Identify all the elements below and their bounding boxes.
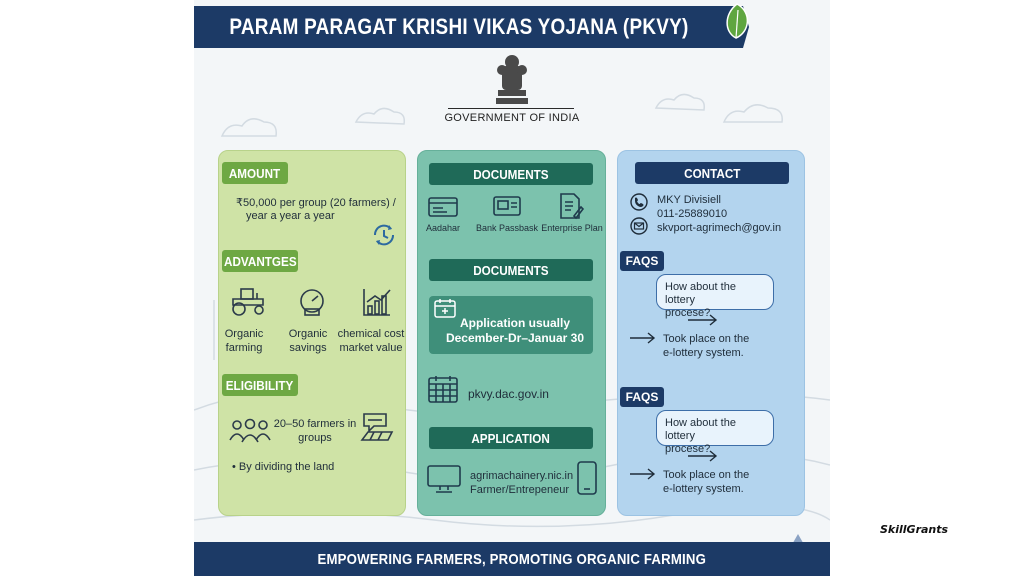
passbook-icon [493,196,521,216]
application-heading: APPLICATION [429,427,593,449]
calendar-icon [434,299,456,318]
application-window-text: Application usually December-Dr–Januar 3… [440,316,590,346]
application-window-line1: Application usually [459,316,570,330]
eligibility-group-line2: groups [298,432,332,444]
advantage-3-line2: market value [339,342,403,354]
monitor-icon [427,465,461,493]
application-window-box [429,296,593,354]
amount-heading: AMOUNT [222,162,288,184]
contact-phone[interactable]: 011-25889010 [657,208,728,220]
growth-chart-icon [363,289,391,316]
mobile-phone-icon [577,461,597,495]
land-chat-icon [360,413,394,441]
document-1-label: Aadahar [425,223,461,233]
faq-2-question[interactable]: How about the lottery procese? [656,410,774,455]
faq-2-tag: FAQS [620,387,664,407]
people-group-icon [229,418,271,443]
eligibility-bullet: • By dividing the land [232,461,335,473]
advantages-heading: ADVANTGES [222,250,298,272]
amount-text-line1: ₹50,000 per group (20 farmers) / [236,197,396,209]
faq-1-answer-line1: Took place on the [663,333,750,345]
advantage-2-line2: savings [289,342,327,354]
application-window-line2: December-Dr–Januar 30 [445,331,585,345]
footer-tagline: EMPOWERING FARMERS, PROMOTING ORGANIC FA… [317,550,707,568]
calendar-grid-icon [428,376,458,403]
id-card-icon [428,197,458,217]
eligibility-group-line1: 20–50 farmers in [273,418,357,430]
documents-heading: DOCUMENTS [429,163,593,185]
application-site[interactable]: agrimachainery.nic.in [470,470,574,482]
eligibility-heading: ELIGIBILITY [222,374,298,396]
faq-1-question[interactable]: How about the lottery procese? [656,274,774,319]
email-icon [630,217,648,235]
document-3-label: Enterprise Plan [541,223,603,233]
contact-heading: CONTACT [635,162,789,184]
brand-watermark: SkillGrants [880,523,949,536]
amount-text-line2: year a year a year [246,210,335,222]
contact-email[interactable]: skvport-agrimech@gov.in [657,222,782,234]
document-2-label: Bank Passbask [475,223,539,233]
footer-banner: EMPOWERING FARMERS, PROMOTING ORGANIC FA… [194,542,830,576]
application-audience: Farmer/Entrepeneur [470,484,570,496]
cycle-clock-icon [373,224,395,246]
documents-heading-2: DOCUMENTS [429,259,593,281]
website-link[interactable]: pkvy.dac.gov.in [468,387,549,401]
advantage-1-line2: farming [225,342,263,354]
faq-1-tag: FAQS [620,251,664,271]
faq-1-answer-line2: e-lottery system. [663,347,744,359]
arrow-right-icon [688,450,718,462]
faq-2-question-line2: procese? [665,443,711,455]
page-title: PARAM PARAGAT KRISHI VIKAS YOJANA (PKVY) [229,14,689,39]
faq-2-answer-line1: Took place on the [663,469,750,481]
panel-amount-advantages-eligibility [218,150,406,516]
savings-gauge-icon [300,289,324,316]
government-label: GOVERNMENT OF INDIA [444,112,580,124]
divider [448,108,574,109]
arrow-right-icon [630,332,656,344]
document-plan-icon [560,193,584,220]
leaf-icon [726,3,749,39]
faq-1-question-line2: procese? [665,307,711,319]
national-emblem-icon [496,55,528,104]
faq-2-question-line1: How about the lottery [665,417,736,442]
advantage-1-line1: Organic [224,328,264,340]
tractor-icon [232,288,264,316]
title-banner: PARAM PARAGAT KRISHI VIKAS YOJANA (PKVY) [194,6,724,48]
faq-1-question-line1: How about the lottery [665,281,736,306]
contact-name: MKY Divisiell [657,194,721,206]
arrow-right-icon [688,314,718,326]
arrow-right-icon [630,468,656,480]
advantage-2-line1: Organic [288,328,328,340]
faq-2-answer-line2: e-lottery system. [663,483,744,495]
advantage-3-line1: chemical cost [337,328,405,340]
phone-icon [630,193,648,211]
